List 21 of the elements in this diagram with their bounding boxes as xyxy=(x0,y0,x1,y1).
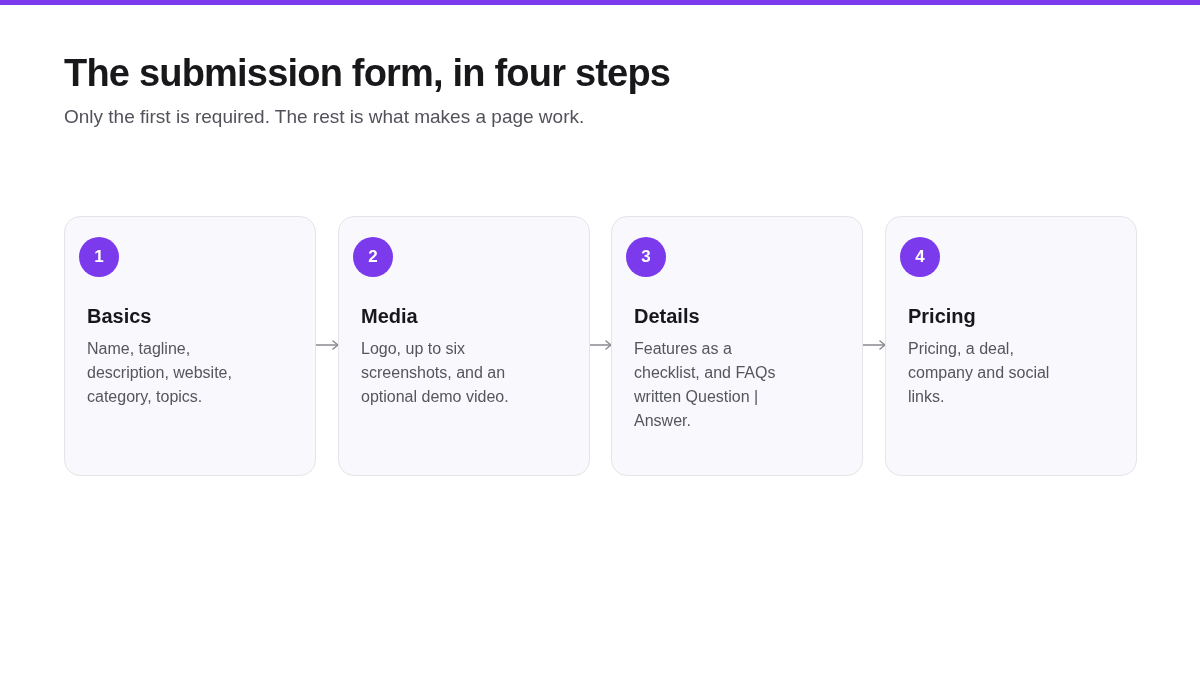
step-title: Media xyxy=(361,304,418,329)
step-number: 1 xyxy=(79,237,119,277)
step-card xyxy=(338,216,590,476)
step-number: 3 xyxy=(626,237,666,277)
subtitle: Only the first is required. The rest is what makes a page work. xyxy=(64,105,585,129)
step-number: 2 xyxy=(353,237,393,277)
step-description: Logo, up to six screenshots, and an optional demo video. xyxy=(361,339,510,407)
step-card xyxy=(64,216,316,476)
step-card xyxy=(611,216,863,476)
arrow xyxy=(315,340,339,350)
step-description: Pricing, a deal, company and social links. xyxy=(908,339,1051,407)
step-description: Features as a checklist, and FAQs written Question | Answer. xyxy=(634,339,777,431)
page-title: The submission form, in four steps xyxy=(64,51,671,96)
step-title: Basics xyxy=(87,304,152,329)
arrow xyxy=(589,340,612,350)
step-title: Pricing xyxy=(908,304,976,329)
step-description: Name, tagline, description, website, category, topics. xyxy=(87,339,233,407)
step-number: 4 xyxy=(900,237,940,277)
step-card xyxy=(885,216,1137,476)
step-title: Details xyxy=(634,304,700,329)
arrow xyxy=(862,340,886,350)
